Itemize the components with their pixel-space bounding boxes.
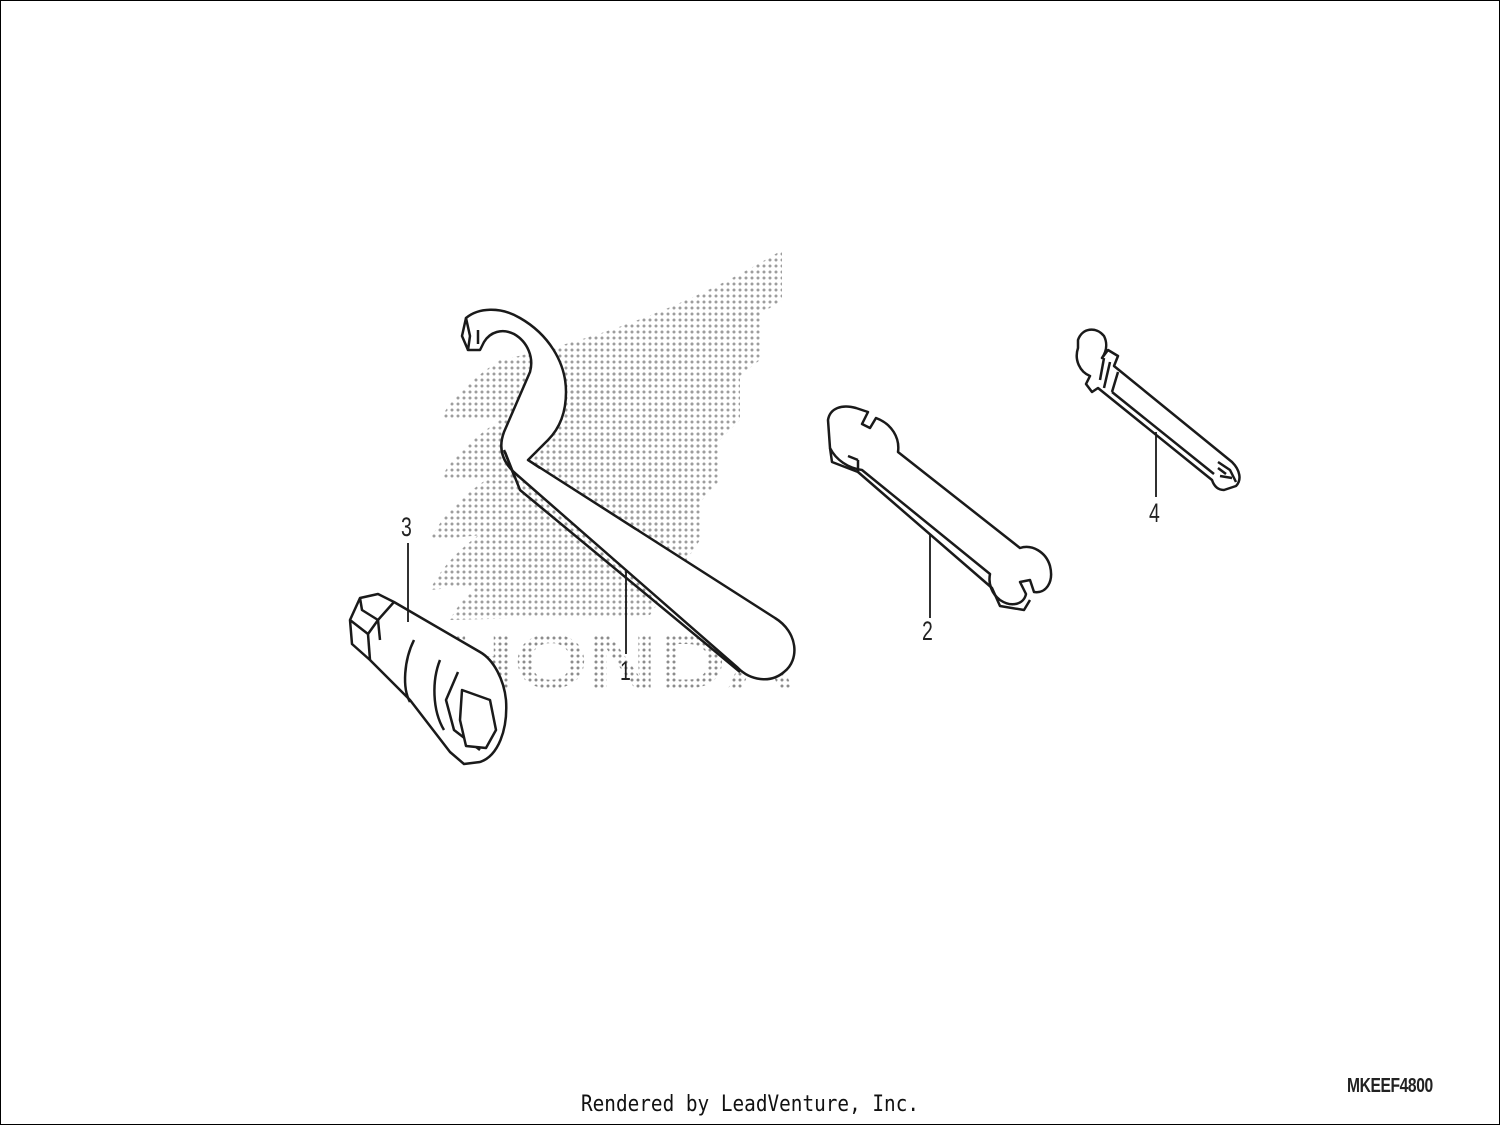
callout-part4: 4 [1149, 498, 1160, 528]
diagram-code: MKEEF4800 [1347, 1075, 1433, 1097]
render-credit: Rendered by LeadVenture, Inc. [580, 1092, 920, 1117]
callout-part2: 2 [922, 616, 933, 646]
callout-part3: 3 [401, 512, 412, 542]
double-end-wrench [826, 405, 1053, 612]
callout-part1: 1 [620, 656, 631, 686]
screwdriver [1075, 328, 1241, 492]
spark-plug-socket-wrench [348, 592, 508, 766]
leader-lines [407, 432, 1157, 654]
pin-spanner-wrench [460, 308, 796, 681]
honda-wing-watermark [430, 250, 782, 620]
